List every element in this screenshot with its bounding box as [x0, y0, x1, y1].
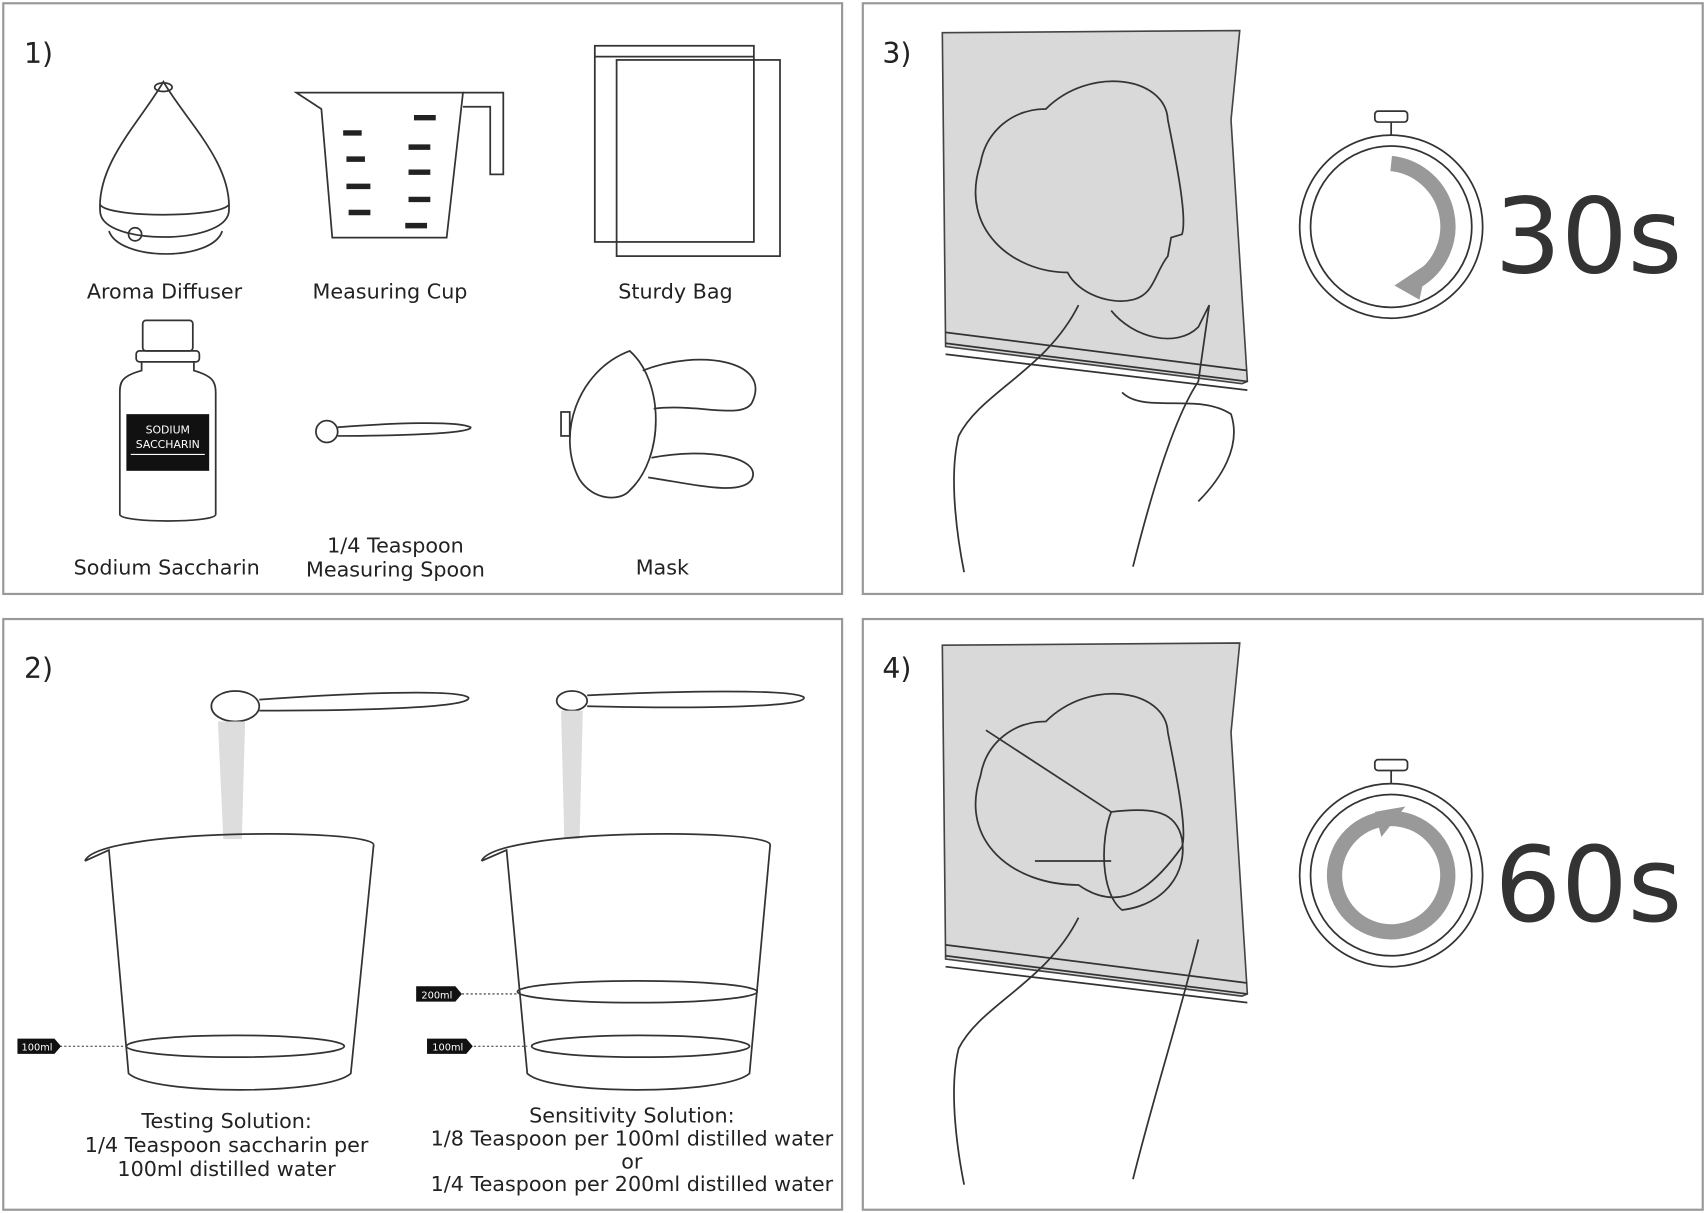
panel-1-supplies: 1) Aroma Diffuser Measuring Cup	[2, 2, 844, 596]
svg-text:1/4 Teaspoon saccharin per: 1/4 Teaspoon saccharin per	[85, 1133, 369, 1157]
timer-60s: 60s	[1495, 824, 1683, 946]
panel-3-sensitivity-test: 3) 30s	[861, 2, 1704, 596]
svg-text:SACCHARIN: SACCHARIN	[136, 438, 200, 451]
spoon-pouring-illustration	[210, 690, 805, 840]
svg-text:1/4 Teaspoon per 200ml distill: 1/4 Teaspoon per 200ml distilled water	[431, 1172, 834, 1196]
item-label: 1/4 Teaspoon	[327, 534, 464, 558]
panel-4-fit-test: 4) 60s	[861, 617, 1704, 1211]
saccharin-bottle-illustration: SODIUM SACCHARIN	[118, 319, 217, 522]
step-number: 2)	[24, 652, 53, 685]
testing-solution-caption: Testing Solution: 1/4 Teaspoon saccharin…	[85, 1109, 369, 1181]
step-number: 3)	[882, 37, 911, 70]
aroma-diffuser-illustration	[99, 79, 230, 255]
testing-beaker-illustration: 100ml	[17, 833, 375, 1091]
item-label: Mask	[636, 555, 689, 579]
item-label: Sodium Saccharin	[74, 555, 260, 579]
svg-text:SODIUM: SODIUM	[146, 424, 190, 437]
svg-text:1/8 Teaspoon per 100ml distill: 1/8 Teaspoon per 100ml distilled water	[431, 1126, 834, 1150]
person-with-bag-illustration	[941, 29, 1249, 573]
item-label: Sturdy Bag	[618, 280, 732, 304]
stopwatch-icon	[1298, 110, 1484, 320]
svg-text:Testing Solution:: Testing Solution:	[140, 1109, 312, 1133]
volume-tag: 200ml	[421, 990, 452, 1001]
mask-illustration	[560, 349, 757, 499]
item-label: Measuring Spoon	[306, 558, 485, 582]
step-number: 1)	[24, 37, 53, 70]
svg-text:or: or	[621, 1149, 643, 1173]
volume-tag: 100ml	[432, 1043, 463, 1054]
item-label: Measuring Cup	[313, 280, 468, 304]
volume-tag: 100ml	[22, 1043, 53, 1054]
svg-text:Sensitivity Solution:: Sensitivity Solution:	[529, 1104, 734, 1128]
step-number: 4)	[882, 652, 911, 685]
svg-text:100ml distilled water: 100ml distilled water	[117, 1157, 336, 1181]
measuring-cup-illustration	[293, 91, 505, 239]
item-label: Aroma Diffuser	[87, 280, 243, 304]
person-with-mask-in-bag-illustration	[941, 642, 1249, 1185]
panel-2-solutions: 2) 100ml 200ml 100ml T	[2, 617, 844, 1211]
sensitivity-solution-caption: Sensitivity Solution: 1/8 Teaspoon per 1…	[431, 1104, 834, 1197]
sturdy-bag-illustration	[593, 44, 781, 257]
stopwatch-icon	[1298, 758, 1484, 968]
sensitivity-beaker-illustration: 200ml 100ml	[416, 833, 772, 1091]
timer-30s: 30s	[1495, 175, 1683, 297]
measuring-spoon-illustration	[315, 419, 472, 444]
